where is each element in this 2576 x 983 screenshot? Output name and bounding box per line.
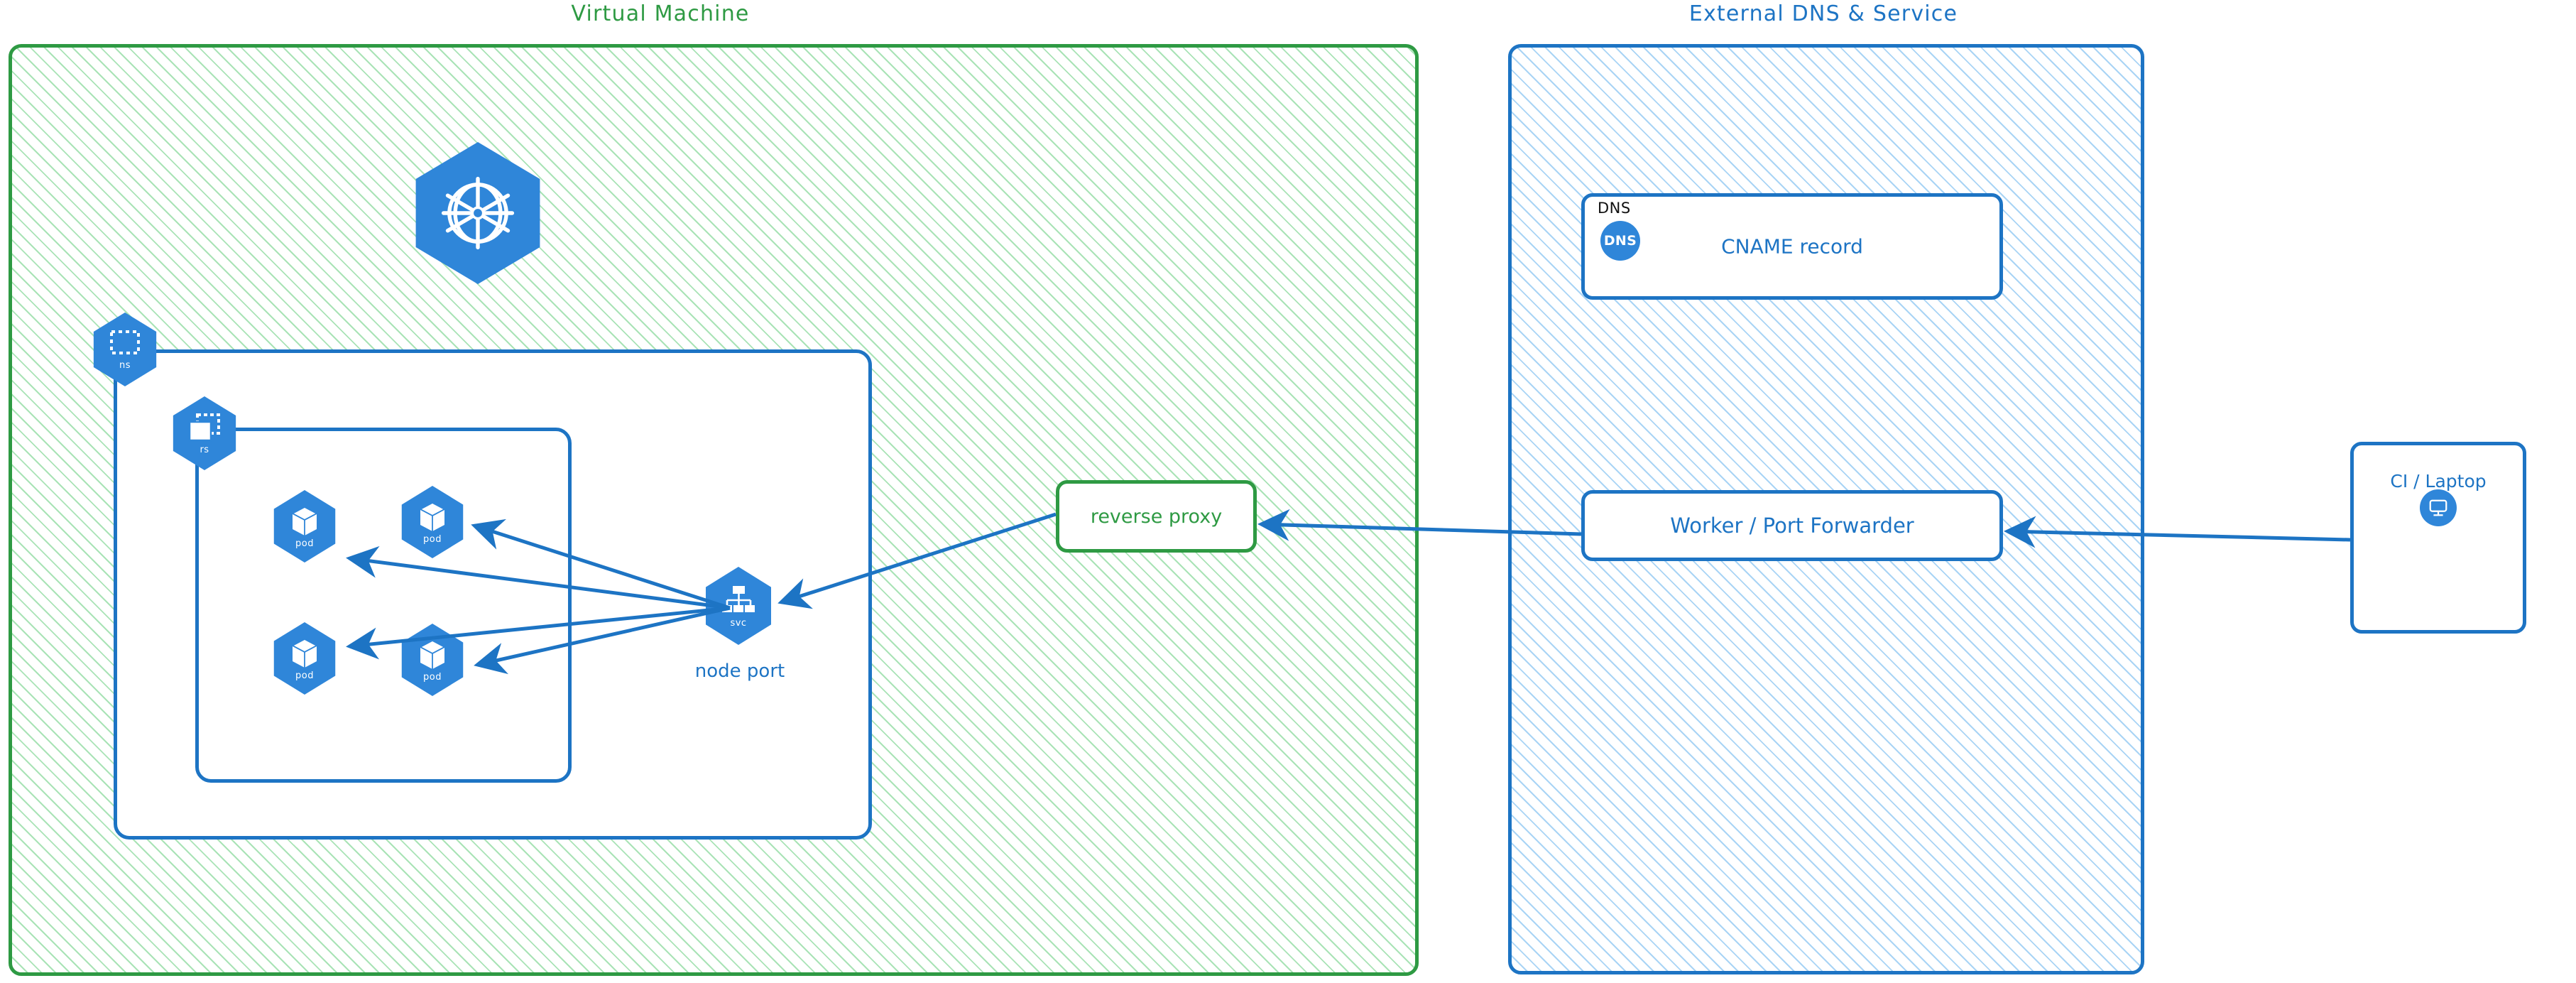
reverse-proxy-box[interactable]: reverse proxy	[1056, 480, 1257, 553]
worker-port-forwarder-label: Worker / Port Forwarder	[1670, 514, 1914, 538]
pod-label-4: pod	[423, 671, 442, 683]
group-title-virtual-machine: Virtual Machine	[571, 1, 750, 26]
pod-label-2: pod	[423, 533, 442, 545]
namespace-label: ns	[119, 359, 131, 371]
ci-laptop-label: CI / Laptop	[2390, 471, 2487, 492]
pod-label-3: pod	[295, 670, 314, 681]
ci-laptop-box[interactable]: CI / Laptop	[2350, 442, 2526, 634]
replicaset-label: rs	[200, 444, 209, 455]
worker-port-forwarder-box[interactable]: Worker / Port Forwarder	[1581, 490, 2003, 561]
dns-icon: DNS	[1600, 221, 1640, 261]
dns-group-label: DNS	[1598, 200, 1631, 217]
cname-record-label: CNAME record	[1721, 234, 1863, 259]
group-title-external-dns-service: External DNS & Service	[1688, 1, 1958, 26]
dns-record-card[interactable]: DNS DNS CNAME record	[1581, 193, 2003, 300]
reverse-proxy-label: reverse proxy	[1090, 505, 1223, 528]
service-label: svc	[730, 617, 747, 629]
monitor-icon	[2420, 489, 2457, 526]
replicaset-container	[195, 428, 572, 783]
node-port-caption: node port	[694, 661, 785, 682]
pod-label-1: pod	[295, 538, 314, 549]
